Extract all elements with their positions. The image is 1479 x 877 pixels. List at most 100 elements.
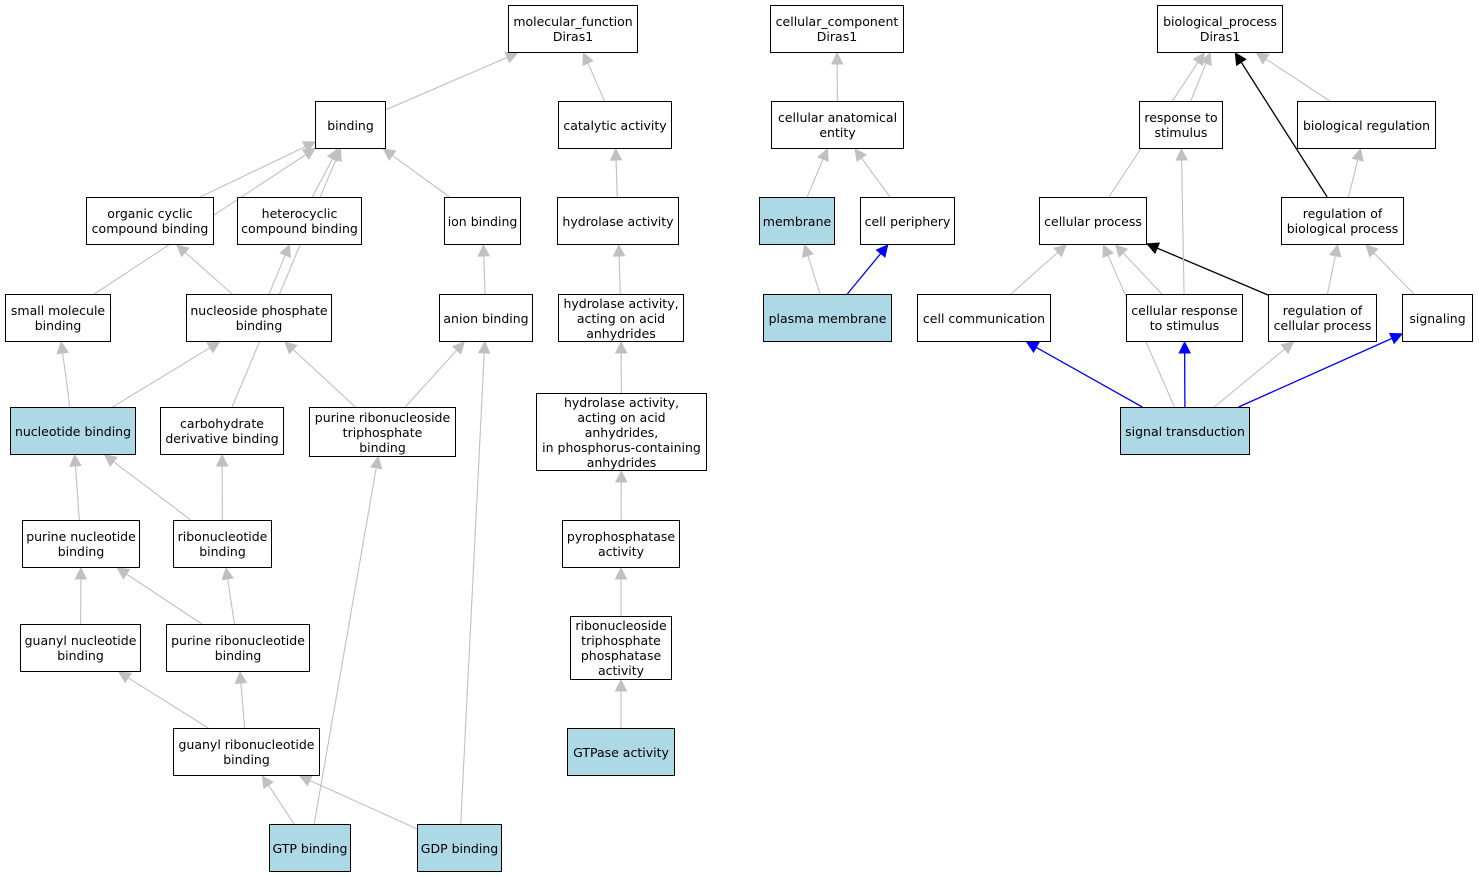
node-purine-nucleotide-binding[interactable]: purine nucleotide binding	[22, 520, 140, 568]
edge-line	[1213, 348, 1286, 408]
edge-pur_nuc-to-nuc_binding	[69, 453, 82, 521]
edge-guanyl_ribo-to-pur_ribonuc	[234, 670, 248, 729]
node-label: hydrolase activity, acting on acid anhyd…	[563, 295, 679, 341]
node-catalytic-activity[interactable]: catalytic activity	[558, 101, 672, 149]
node-cellular-component[interactable]: cellular_component Diras1	[770, 5, 904, 53]
edge-line	[392, 155, 450, 198]
node-ion-binding[interactable]: ion binding	[444, 197, 521, 245]
edge-line	[846, 253, 882, 295]
edge-line	[311, 158, 334, 198]
edge-arrowhead	[56, 340, 69, 355]
edge-gtp-to-pur_ribonuc_tri	[313, 455, 383, 825]
edge-gdp-to-guanyl_ribo	[298, 774, 418, 830]
node-label: biological_process Diras1	[1163, 14, 1277, 44]
node-label: response to stimulus	[1144, 110, 1218, 140]
node-regulation-of-biological-process[interactable]: regulation of biological process	[1281, 197, 1404, 245]
edge-nuc_phos-to-hetero	[268, 243, 291, 295]
node-hydrolase-activity[interactable]: hydrolase activity	[557, 197, 679, 245]
node-ribonucleoside-triphosphate-phosphatase[interactable]: ribonucleoside triphosphate phosphatase …	[570, 616, 672, 680]
edge-arrowhead	[830, 51, 844, 65]
edge-pur_ribonuc-to-pur_nuc	[116, 567, 203, 625]
edge-reg_cell-to-reg_bio	[1326, 243, 1342, 295]
edge-ribonuc-to-nuc_binding	[103, 454, 192, 521]
edge-arrowhead	[1234, 52, 1247, 67]
node-molecular-function[interactable]: molecular_function Diras1	[508, 5, 638, 53]
edge-arrowhead	[176, 244, 190, 258]
node-purine-ribonucleoside-triphosphate-binding[interactable]: purine ribonucleoside triphosphate bindi…	[309, 407, 456, 457]
node-gtpase-activity[interactable]: GTPase activity	[567, 728, 675, 776]
edge-arrowhead	[1388, 332, 1404, 345]
edge-line	[807, 255, 821, 295]
edge-arrowhead	[612, 243, 626, 257]
edge-carb_deriv-to-binding	[231, 147, 342, 408]
edge-arrowhead	[451, 341, 465, 355]
node-label: cellular response to stimulus	[1131, 303, 1238, 333]
edge-line	[126, 573, 203, 625]
edge-reg_bio-to-bp_root	[1234, 52, 1328, 198]
edge-arrowhead	[1178, 340, 1191, 354]
edge-ion_binding-to-binding	[382, 148, 450, 198]
edge-cell_comm-to-cell_proc	[1010, 244, 1067, 295]
edge-line	[267, 784, 295, 825]
node-guanyl-nucleotide-binding[interactable]: guanyl nucleotide binding	[20, 624, 141, 672]
edge-arrowhead	[1329, 243, 1342, 258]
edge-hyd_phos-to-hyd_acid	[614, 340, 628, 394]
node-ribonucleotide-binding[interactable]: ribonucleotide binding	[173, 520, 272, 568]
edge-arrowhead	[1255, 52, 1270, 65]
node-label: ribonucleotide binding	[177, 529, 268, 559]
node-biological-regulation[interactable]: biological regulation	[1297, 101, 1436, 149]
node-cell-periphery[interactable]: cell periphery	[860, 197, 955, 245]
edge-arrowhead	[614, 469, 628, 483]
edge-sig_trans-to-cell_comm	[1025, 341, 1143, 408]
node-guanyl-ribonucleotide-binding[interactable]: guanyl ribonucleotide binding	[173, 728, 320, 776]
node-label: ion binding	[447, 213, 518, 229]
edge-line	[268, 254, 286, 295]
node-label: GTPase activity	[573, 744, 669, 760]
edge-nuc_binding-to-small_mol	[56, 340, 71, 408]
edge-cell_resp-to-cell_proc	[1114, 244, 1163, 295]
node-small-molecule-binding[interactable]: small molecule binding	[5, 294, 111, 342]
edge-arrowhead	[116, 567, 131, 580]
node-label: small molecule binding	[10, 303, 106, 333]
node-heterocyclic-compound-binding[interactable]: heterocyclic compound binding	[237, 197, 362, 245]
edge-arrowhead	[284, 341, 298, 355]
node-hydrolase-phosphorus-anhydrides[interactable]: hydrolase activity, acting on acid anhyd…	[536, 393, 707, 471]
node-gtp-binding[interactable]: GTP binding	[269, 824, 351, 872]
node-nucleoside-phosphate-binding[interactable]: nucleoside phosphate binding	[186, 294, 332, 342]
node-gdp-binding[interactable]: GDP binding	[417, 824, 502, 872]
node-signaling[interactable]: signaling	[1402, 294, 1473, 342]
node-cell-communication[interactable]: cell communication	[917, 294, 1051, 342]
edge-hyd_acid-to-hydrolase	[612, 243, 626, 295]
edge-line	[313, 467, 377, 825]
node-pyrophosphatase-activity[interactable]: pyrophosphatase activity	[562, 520, 680, 568]
node-nucleotide-binding[interactable]: nucleotide binding	[10, 407, 136, 455]
edge-rntp-to-pyro	[614, 566, 628, 616]
node-label: GDP binding	[420, 840, 499, 856]
edge-arrowhead	[614, 566, 628, 580]
edge-line	[1238, 337, 1393, 408]
edge-arrowhead	[1114, 244, 1129, 258]
node-label: cell communication	[922, 310, 1046, 326]
node-label: cell periphery	[864, 213, 951, 229]
node-biological-process[interactable]: biological_process Diras1	[1157, 5, 1283, 53]
node-cellular-process[interactable]: cellular process	[1039, 197, 1147, 245]
edge-arrowhead	[215, 453, 229, 467]
node-cellular-response-to-stimulus[interactable]: cellular response to stimulus	[1126, 294, 1243, 342]
node-plasma-membrane[interactable]: plasma membrane	[763, 294, 892, 342]
node-label: purine ribonucleotide binding	[171, 633, 305, 663]
node-organic-cyclic-compound-binding[interactable]: organic cyclic compound binding	[86, 197, 214, 245]
node-hydrolase-acid-anhydrides[interactable]: hydrolase activity, acting on acid anhyd…	[558, 294, 684, 342]
node-cellular-anatomical-entity[interactable]: cellular anatomical entity	[771, 101, 904, 149]
node-binding[interactable]: binding	[315, 101, 386, 149]
node-label: pyrophosphatase activity	[566, 529, 676, 559]
node-purine-ribonucleotide-binding[interactable]: purine ribonucleotide binding	[166, 624, 310, 672]
node-signal-transduction[interactable]: signal transduction	[1120, 407, 1250, 455]
edge-arrowhead	[609, 147, 623, 161]
edge-resp_stim-to-bp_root	[1190, 51, 1212, 102]
node-regulation-of-cellular-process[interactable]: regulation of cellular process	[1268, 294, 1377, 342]
node-response-to-stimulus[interactable]: response to stimulus	[1139, 101, 1223, 149]
node-membrane[interactable]: membrane	[759, 197, 835, 245]
node-anion-binding[interactable]: anion binding	[439, 294, 533, 342]
node-label: signal transduction	[1125, 423, 1245, 439]
node-carbohydrate-derivative-binding[interactable]: carbohydrate derivative binding	[160, 407, 284, 455]
